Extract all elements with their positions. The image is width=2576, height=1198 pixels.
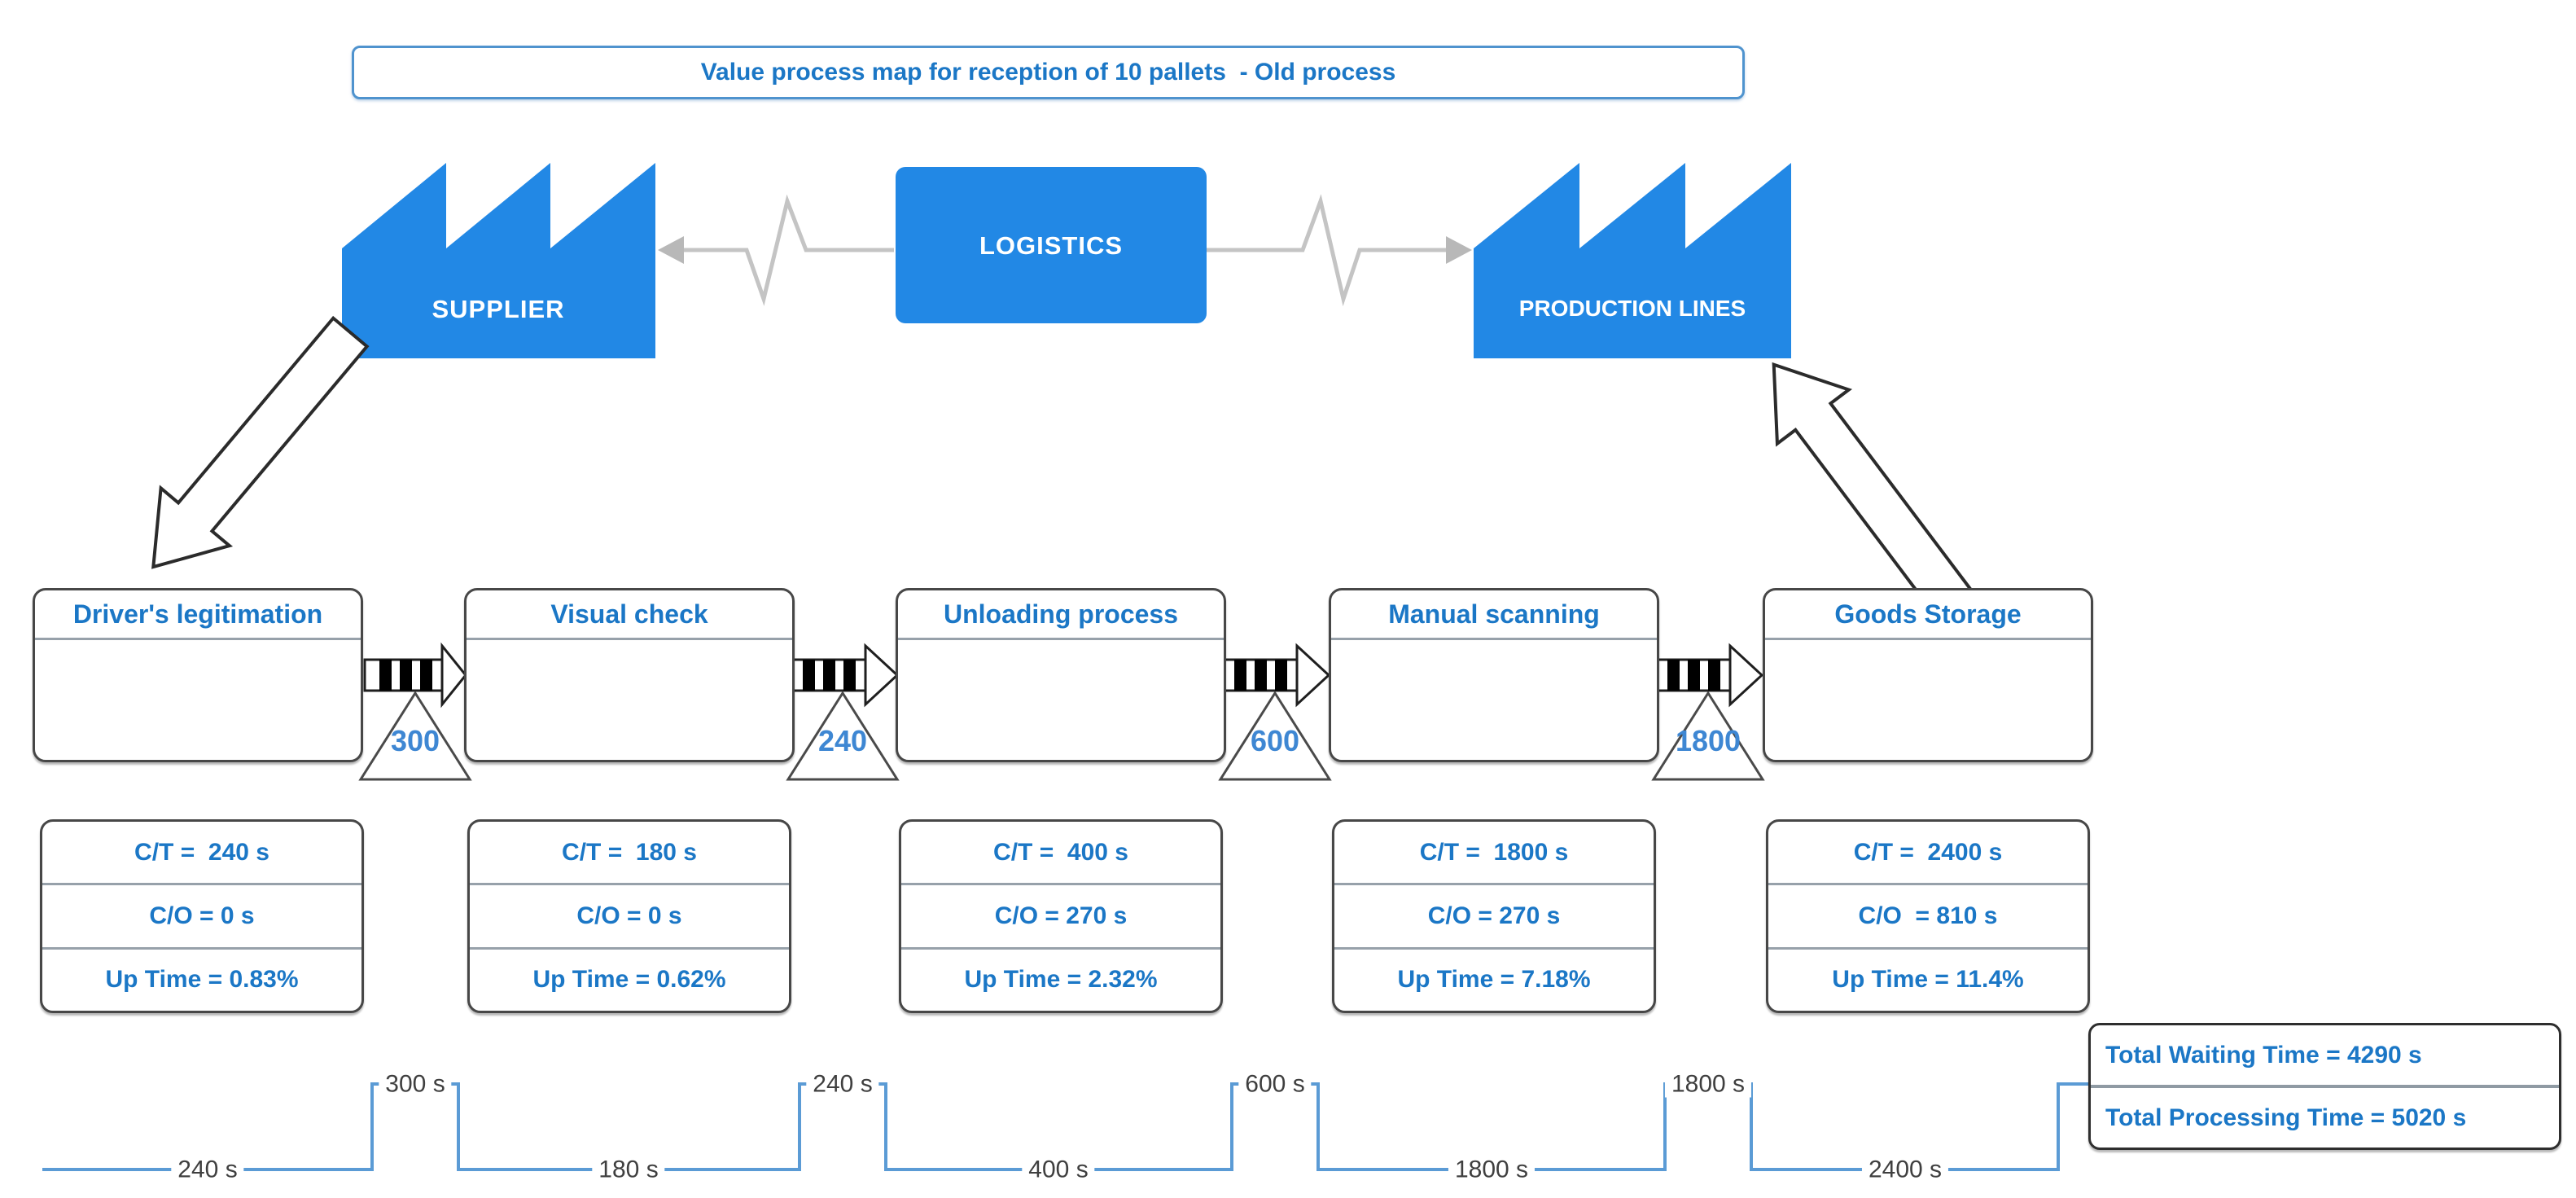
timeline-waiting-label-2: 240 s [806,1070,879,1098]
timeline-waiting-label-1: 300 s [379,1070,452,1098]
timeline-ladder-line [42,1082,2090,1171]
data-box-unloading-process: C/T = 400 s C/O = 270 s Up Time = 2.32% [899,819,1223,1013]
data-box-manual-scanning: C/T = 1800 s C/O = 270 s Up Time = 7.18% [1332,819,1656,1013]
inventory-qty-2: 240 [818,724,867,757]
cycle-time: C/T = 2400 s [1768,822,2088,886]
cycle-time: C/T = 1800 s [1334,822,1654,886]
production-lines-label: PRODUCTION LINES [1519,296,1746,321]
up-time: Up Time = 0.83% [105,966,299,994]
inventory-qty-3: 600 [1251,724,1299,757]
left-arrowhead-icon [658,236,684,264]
inventory-triangle-2: 240 [786,691,900,781]
process-box-visual-check: Visual check [464,588,795,762]
timeline-processing-label-3: 400 s [1022,1156,1095,1183]
timeline-processing-label-1: 240 s [171,1156,244,1183]
supplier-label: SUPPLIER [432,295,564,323]
data-box-visual-check: C/T = 180 s C/O = 0 s Up Time = 0.62% [467,819,791,1013]
logistics-to-supplier-connector [658,194,894,306]
push-arrow-icon-2 [786,643,900,708]
data-box-drivers-legitimation: C/T = 240 s C/O = 0 s Up Time = 0.83% [40,819,364,1013]
data-box-goods-storage: C/T = 2400 s C/O = 810 s Up Time = 11.4% [1766,819,2090,1013]
process-title: Unloading process [898,590,1224,640]
push-arrow-icon-1 [363,642,467,709]
up-time: Up Time = 7.18% [1397,966,1591,994]
process-box-goods-storage: Goods Storage [1763,588,2093,762]
production-outbound-arrow-icon [1772,362,1978,625]
logistics-to-production-connector [1207,194,1472,307]
diagram-title: Value process map for reception of 10 pa… [700,59,1396,86]
timeline-processing-label-5: 2400 s [1861,1156,1949,1183]
process-title: Driver's legitimation [35,590,361,640]
timeline-processing-label-2: 180 s [592,1156,665,1183]
logistics-label: LOGISTICS [979,231,1123,260]
timeline-processing-label-4: 1800 s [1448,1156,1536,1183]
process-title: Manual scanning [1331,590,1657,640]
inventory-triangle-3: 600 [1218,691,1332,781]
logistics-box: LOGISTICS [896,167,1207,323]
timeline-waiting-label-3: 600 s [1238,1070,1312,1098]
inventory-qty-4: 1800 [1676,724,1741,757]
supplier-factory-icon: SUPPLIER [342,163,655,358]
process-title: Goods Storage [1765,590,2091,640]
changeover-time: C/O = 270 s [901,885,1220,950]
up-time: Up Time = 2.32% [964,966,1158,994]
changeover-time: C/O = 270 s [1334,885,1654,950]
production-lines-factory-icon: PRODUCTION LINES [1474,163,1791,358]
inventory-triangle-4: 1800 [1651,691,1765,781]
timeline-waiting-label-4: 1800 s [1664,1070,1752,1098]
cycle-time: C/T = 400 s [901,822,1220,886]
changeover-time: C/O = 0 s [470,885,789,950]
changeover-time: C/O = 0 s [42,885,361,950]
supplier-inbound-arrow-icon [151,315,370,569]
cycle-time: C/T = 180 s [470,822,789,886]
process-box-unloading-process: Unloading process [896,588,1226,762]
process-title: Visual check [467,590,792,640]
inventory-qty-1: 300 [391,724,440,757]
cycle-time: C/T = 240 s [42,822,361,886]
process-box-manual-scanning: Manual scanning [1329,588,1659,762]
inventory-triangle-1: 300 [358,691,472,781]
totals-box: Total Waiting Time = 4290 s Total Proces… [2088,1023,2561,1150]
total-processing-time: Total Processing Time = 5020 s [2105,1104,2467,1131]
diagram-title-box: Value process map for reception of 10 pa… [352,46,1745,99]
up-time: Up Time = 0.62% [532,966,726,994]
process-box-drivers-legitimation: Driver's legitimation [33,588,363,762]
total-waiting-time: Total Waiting Time = 4290 s [2091,1025,2559,1088]
push-arrow-icon-3 [1218,643,1331,708]
changeover-time: C/O = 810 s [1768,885,2088,950]
right-arrowhead-icon [1446,236,1472,264]
up-time: Up Time = 11.4% [1832,966,2024,994]
